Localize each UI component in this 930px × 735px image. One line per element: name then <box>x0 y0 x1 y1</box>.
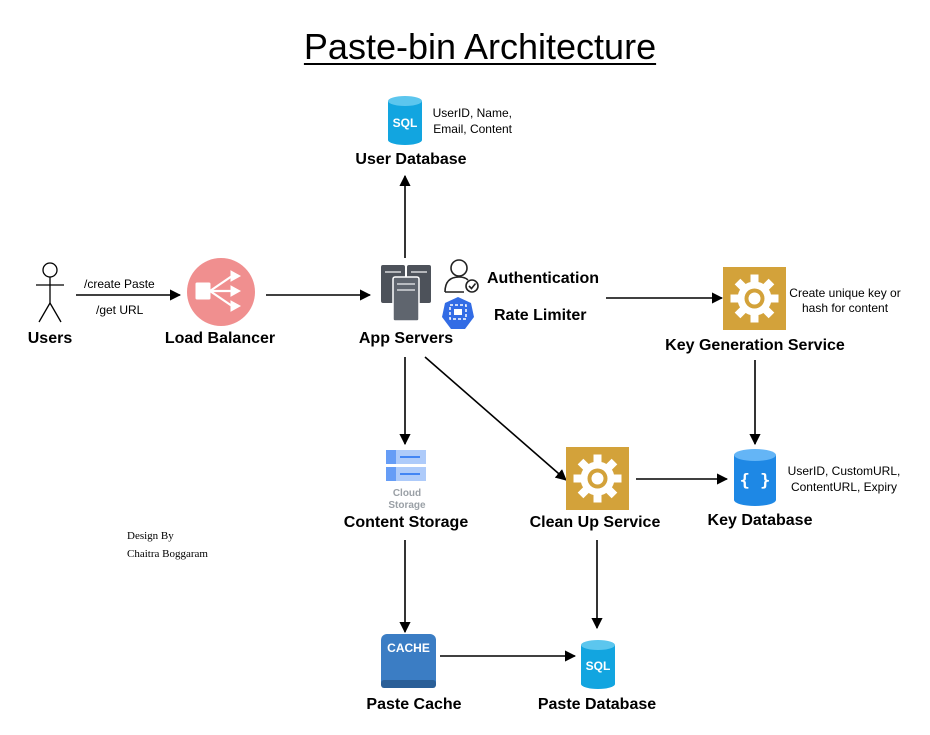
authentication-label: Authentication <box>487 270 599 287</box>
cloud-storage-icon: Cloud Storage <box>386 450 426 511</box>
key-db-fields-line-1: UserID, CustomURL, <box>787 464 901 478</box>
cache-label: CACHE <box>387 641 430 655</box>
key-gen-desc-line-2: hash for content <box>801 301 889 315</box>
user-db-fields-line-2: Email, Content <box>433 122 512 136</box>
rate-limiter-icon <box>442 297 474 329</box>
user-db-fields-line-1: UserID, Name, <box>432 106 512 120</box>
braces-label: { } <box>740 471 771 491</box>
edge-app-servers-to-clean-up <box>424 356 567 481</box>
credit-line-2: Chaitra Boggaram <box>127 548 208 560</box>
app-servers-icon <box>381 265 431 322</box>
sql-label: SQL <box>393 116 418 130</box>
load-balancer-label: Load Balancer <box>164 330 276 347</box>
app-servers-label: App Servers <box>358 330 454 347</box>
load-balancer-icon <box>187 258 255 326</box>
edge-label-create-paste: /create Paste <box>84 277 155 291</box>
key-database-label: Key Database <box>707 512 813 529</box>
paste-cache-label: Paste Cache <box>366 696 462 713</box>
authentication-user-check-icon <box>444 259 479 293</box>
users-label: Users <box>27 330 73 347</box>
clean-up-service-label: Clean Up Service <box>529 514 661 531</box>
key-gen-desc-line-1: Create unique key or <box>789 286 901 300</box>
user-stick-figure-icon <box>36 262 64 323</box>
clean-up-gear-icon <box>566 447 629 510</box>
key-db-fields-line-2: ContentURL, Expiry <box>790 480 898 494</box>
paste-database-label: Paste Database <box>537 696 657 713</box>
rate-limiter-label: Rate Limiter <box>494 307 587 324</box>
key-generation-gear-icon <box>723 267 786 330</box>
edges <box>76 174 761 662</box>
key-generation-service-label: Key Generation Service <box>665 337 845 354</box>
credit-line-1: Design By <box>127 530 174 542</box>
sql-label: SQL <box>586 659 611 673</box>
key-database-icon: { } <box>734 449 776 506</box>
edge-label-get-url: /get URL <box>96 303 144 317</box>
content-storage-label: Content Storage <box>343 514 469 531</box>
paste-cache-icon: CACHE <box>381 634 436 688</box>
user-database-sql-icon: SQL <box>388 96 422 145</box>
diagram-title: Paste-bin Architecture <box>303 26 657 67</box>
paste-database-sql-icon: SQL <box>581 640 615 689</box>
storage-label: Storage <box>388 500 426 511</box>
cloud-label: Cloud <box>393 488 421 499</box>
user-database-label: User Database <box>355 151 467 168</box>
